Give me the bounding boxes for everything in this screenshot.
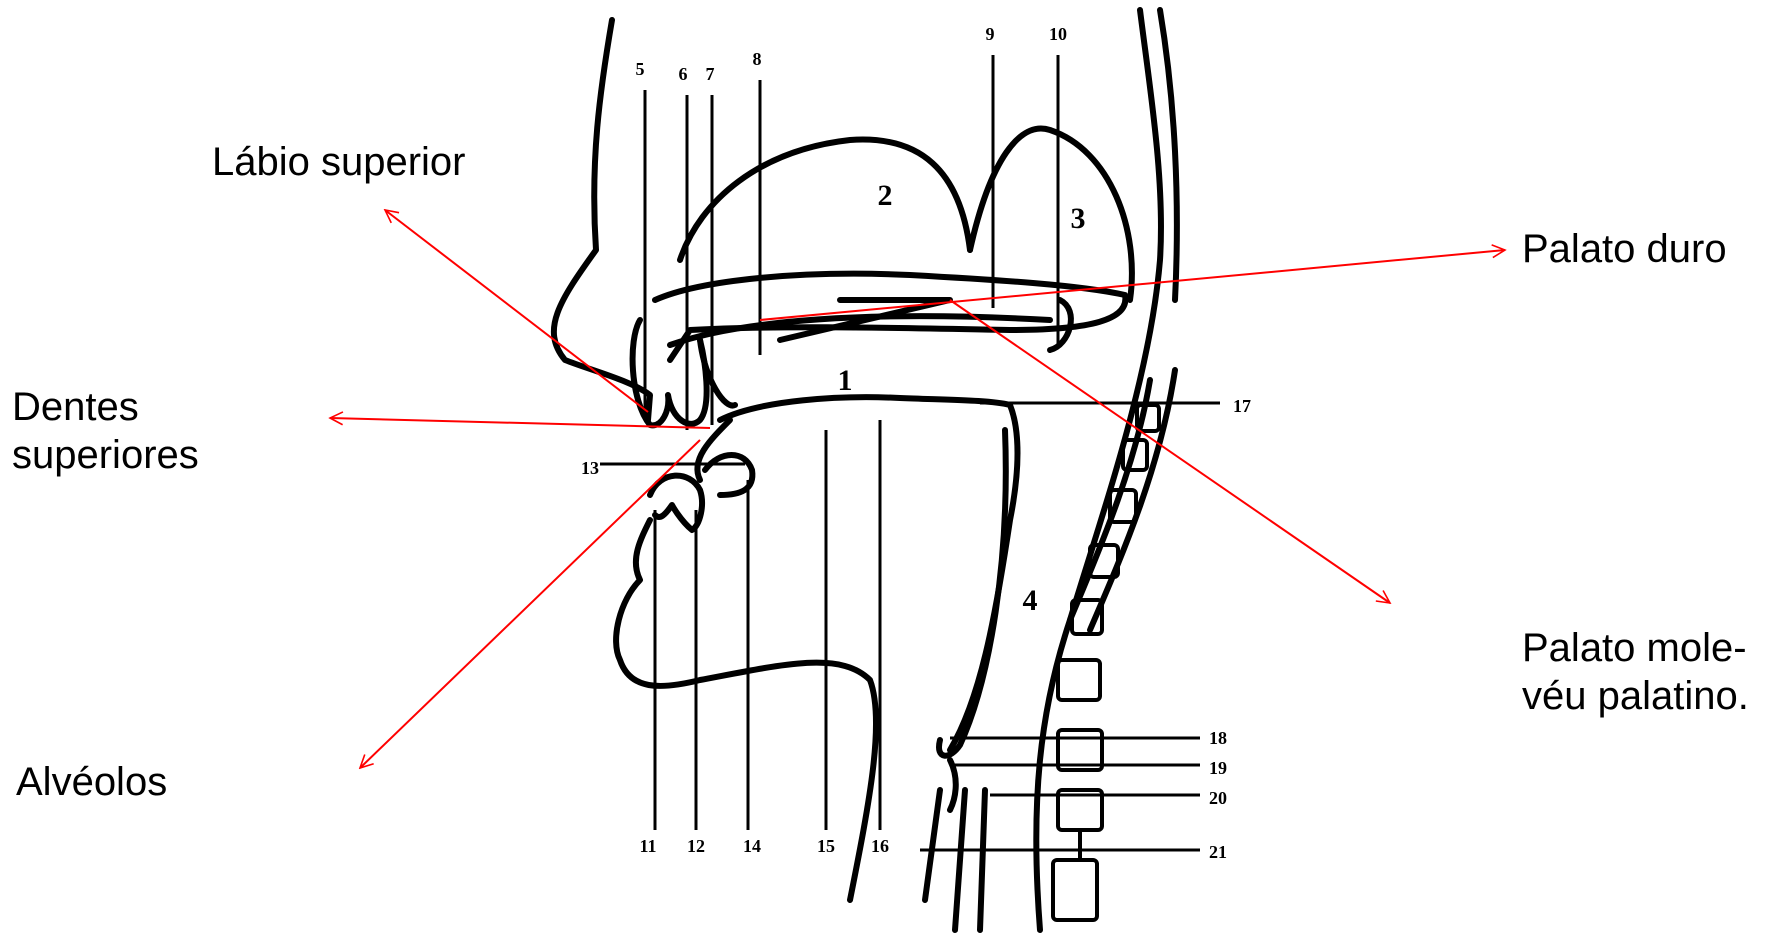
reference-number-21: 21 xyxy=(1209,842,1227,862)
epiglottis xyxy=(939,430,1006,756)
arrow-alveolos xyxy=(360,440,700,768)
reference-number-19: 19 xyxy=(1209,758,1227,778)
nasal-cavity-outline xyxy=(680,140,970,260)
trachea-box xyxy=(1053,860,1097,920)
label-palato-duro: Palato duro xyxy=(1522,225,1727,273)
reference-number-15: 15 xyxy=(817,836,835,856)
label-dentes-line2: superiores xyxy=(12,431,199,479)
reference-number-12: 12 xyxy=(687,836,705,856)
region-number-2: 2 xyxy=(878,179,893,212)
reference-number-17: 17 xyxy=(1233,396,1251,416)
face-profile-outline xyxy=(554,20,650,420)
tongue-outline xyxy=(720,397,1018,750)
reference-number-11: 11 xyxy=(639,836,656,856)
lower-teeth xyxy=(650,476,702,530)
region-number-3: 3 xyxy=(1071,202,1086,235)
reference-number-10: 10 xyxy=(1049,24,1067,44)
reference-number-16: 16 xyxy=(871,836,889,856)
label-palato-mole-line1: Palato mole- xyxy=(1522,624,1749,672)
label-dentes-superiores: Dentes superiores xyxy=(12,383,199,479)
reference-number-7: 7 xyxy=(706,64,715,84)
region-number-1: 1 xyxy=(838,364,853,397)
label-palato-mole-line2: véu palatino. xyxy=(1522,672,1749,720)
reference-number-5: 5 xyxy=(636,59,645,79)
vertebra-c6 xyxy=(1058,660,1100,700)
label-alveolos: Alvéolos xyxy=(16,758,167,806)
label-palato-mole: Palato mole- véu palatino. xyxy=(1522,624,1749,720)
velum-outline xyxy=(1050,300,1071,350)
arrow-labio-superior xyxy=(385,210,648,412)
reference-number-13: 13 xyxy=(581,458,599,478)
label-dentes-line1: Dentes xyxy=(12,383,199,431)
reference-number-20: 20 xyxy=(1209,788,1227,808)
reference-number-8: 8 xyxy=(753,49,762,69)
reference-number-18: 18 xyxy=(1209,728,1227,748)
reference-number-6: 6 xyxy=(679,64,688,84)
label-labio-superior: Lábio superior xyxy=(212,138,466,186)
region-number-4: 4 xyxy=(1023,584,1038,617)
reference-number-9: 9 xyxy=(986,24,995,44)
reference-number-14: 14 xyxy=(743,836,761,856)
